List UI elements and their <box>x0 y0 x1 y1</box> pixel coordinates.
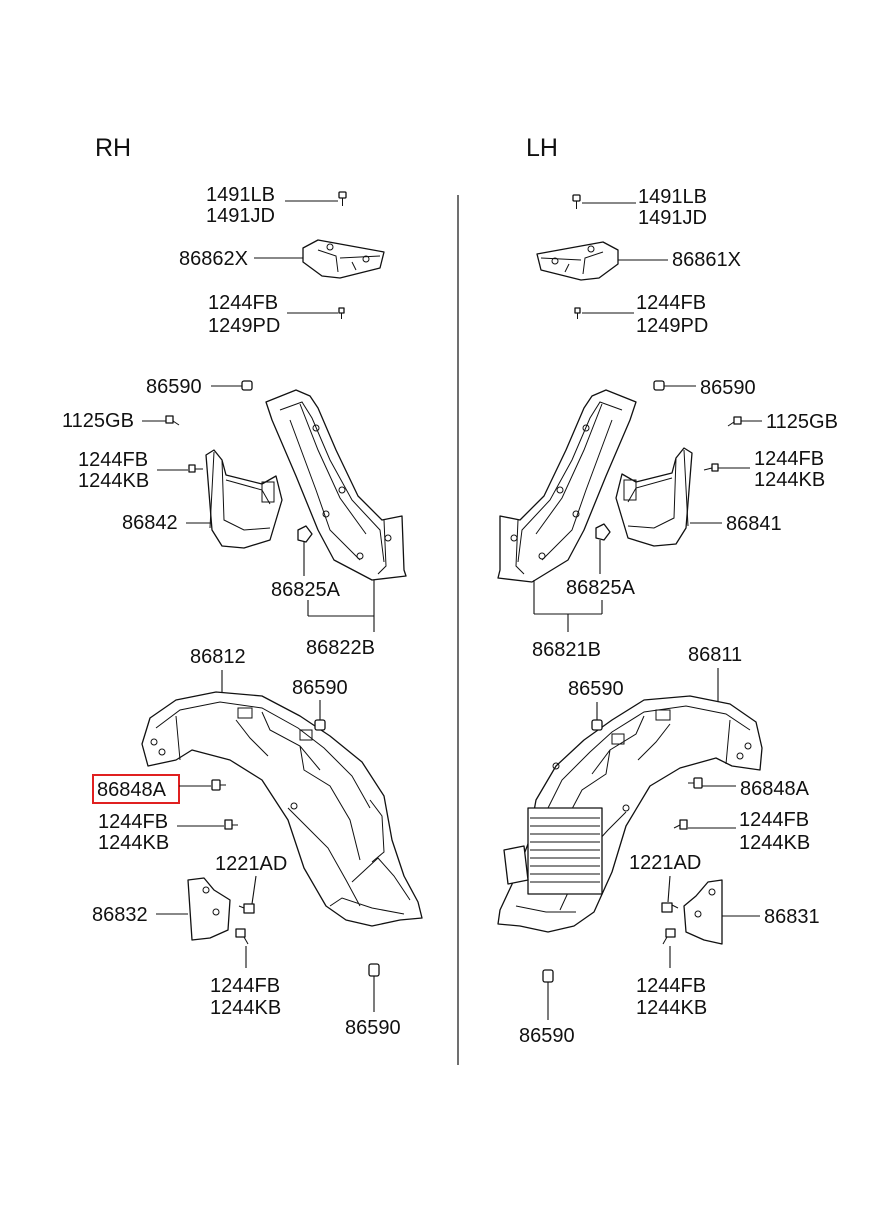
lh-1244-bottom-label-1[interactable]: 1244FB <box>636 975 706 997</box>
rh-1244-bottom-label-1[interactable]: 1244FB <box>210 975 280 997</box>
rh-fender-guard-icon <box>141 691 423 927</box>
rh-rear-liner-icon <box>265 389 407 581</box>
rh-rear-liner-label[interactable]: 86822B <box>306 637 375 659</box>
lh-bolt-1244-mid-icon <box>703 463 719 472</box>
lh-1221-label[interactable]: 1221AD <box>629 852 701 874</box>
rh-1221-label[interactable]: 1221AD <box>215 853 287 875</box>
rh-mudflap-label[interactable]: 86842 <box>122 512 178 534</box>
rh-86590-mid-label[interactable]: 86590 <box>292 677 348 699</box>
rh-side-label: RH <box>95 134 131 162</box>
lh-bolt-1491-icon <box>572 194 581 209</box>
lh-plate-icon <box>683 879 723 945</box>
lh-side-label: LH <box>526 134 558 162</box>
rh-screw-1125-icon <box>165 415 180 426</box>
rh-1244-top-label-2[interactable]: 1249PD <box>208 315 280 337</box>
lh-1244-top-label-1[interactable]: 1244FB <box>636 292 706 314</box>
rh-nut-1221-icon <box>238 903 255 914</box>
lh-bolt-86848-icon <box>688 777 703 789</box>
lh-mudflap-icon <box>615 447 693 547</box>
rh-plate-icon <box>187 877 231 941</box>
lh-1491-label-2[interactable]: 1491JD <box>638 207 707 229</box>
lh-clip-86590-mid-icon <box>591 719 603 731</box>
lh-86848a-label[interactable]: 86848A <box>740 778 810 800</box>
lh-1244-low-label-2[interactable]: 1244KB <box>739 832 810 854</box>
rh-bracket-label[interactable]: 86862X <box>179 248 248 270</box>
rh-1244-low-label-2[interactable]: 1244KB <box>98 832 169 854</box>
rh-86848a-highlight <box>92 774 180 804</box>
lh-plate-label[interactable]: 86831 <box>764 906 820 928</box>
lh-86590-mid-label[interactable]: 86590 <box>568 678 624 700</box>
lh-group: 1491LB 1491JD 86861X 1244FB 1249PD 86590 <box>497 186 838 1047</box>
lh-86590-top-label[interactable]: 86590 <box>700 377 756 399</box>
rh-clip-86590-mid-icon <box>314 719 326 731</box>
rh-86590-top-label[interactable]: 86590 <box>146 376 202 398</box>
rh-clip-86590-top-icon <box>241 380 253 391</box>
lh-screw-1125-icon <box>727 416 742 427</box>
lh-1125-label[interactable]: 1125GB <box>766 411 838 433</box>
lh-bracket-icon <box>536 241 619 281</box>
rh-1244-mid-label-2[interactable]: 1244KB <box>78 470 149 492</box>
lh-clip-86825-icon <box>595 523 611 541</box>
rh-bracket-icon <box>302 239 385 279</box>
rh-86848a-label[interactable]: 86848A <box>97 779 167 801</box>
lh-mudflap-label[interactable]: 86841 <box>726 513 782 535</box>
rh-86825-label[interactable]: 86825A <box>271 579 341 601</box>
rh-bolt-1244-low-icon <box>224 819 238 830</box>
lh-1244-top-label-2[interactable]: 1249PD <box>636 315 708 337</box>
rh-bolt-86848-icon <box>211 779 226 791</box>
lh-bolt-1244-bottom-icon <box>662 928 676 945</box>
lh-nut-1221-icon <box>661 902 679 913</box>
lh-1244-low-label-1[interactable]: 1244FB <box>739 809 809 831</box>
lh-1244-bottom-label-2[interactable]: 1244KB <box>636 997 707 1019</box>
rh-86590-bottom-label[interactable]: 86590 <box>345 1017 401 1039</box>
rh-clip-86825-icon <box>297 525 313 543</box>
lh-rear-liner-icon <box>497 389 637 583</box>
rh-bolt-1244-top-icon <box>338 307 345 319</box>
rh-bolt-1491-icon <box>338 191 347 206</box>
lh-bolt-1244-top-icon <box>574 307 581 319</box>
lh-guard-label[interactable]: 86811 <box>688 644 742 666</box>
lh-1244-mid-label-2[interactable]: 1244KB <box>754 469 825 491</box>
rh-1244-bottom-label-2[interactable]: 1244KB <box>210 997 281 1019</box>
rh-guard-label[interactable]: 86812 <box>190 646 246 668</box>
lh-clip-86590-top-icon <box>653 380 665 391</box>
lh-1491-label-1[interactable]: 1491LB <box>638 186 707 208</box>
rh-1244-top-label-1[interactable]: 1244FB <box>208 292 278 314</box>
rh-1491-label-1[interactable]: 1491LB <box>206 184 275 206</box>
rh-plate-label[interactable]: 86832 <box>92 904 148 926</box>
lh-1244-mid-label-1[interactable]: 1244FB <box>754 448 824 470</box>
rh-bolt-1244-mid-icon <box>188 464 203 473</box>
rh-group: 1491LB 1491JD 86862X 1244FB 1249PD 86590 <box>62 184 423 1039</box>
rh-1125-label[interactable]: 1125GB <box>62 410 134 432</box>
rh-1244-mid-label-1[interactable]: 1244FB <box>78 449 148 471</box>
lh-bracket-label[interactable]: 86861X <box>672 249 741 271</box>
rh-1491-label-2[interactable]: 1491JD <box>206 205 275 227</box>
rh-mudflap-icon <box>205 449 283 549</box>
lh-clip-86590-bottom-icon <box>542 969 554 983</box>
lh-bolt-1244-low-icon <box>673 819 688 830</box>
lh-fender-guard-icon <box>497 695 763 933</box>
lh-rear-liner-label[interactable]: 86821B <box>532 639 601 661</box>
rh-bolt-1244-bottom-icon <box>235 928 249 945</box>
lh-86590-bottom-label[interactable]: 86590 <box>519 1025 575 1047</box>
rh-clip-86590-bottom-icon <box>368 963 380 977</box>
rh-1244-low-label-1[interactable]: 1244FB <box>98 811 168 833</box>
lh-86825-label[interactable]: 86825A <box>566 577 636 599</box>
